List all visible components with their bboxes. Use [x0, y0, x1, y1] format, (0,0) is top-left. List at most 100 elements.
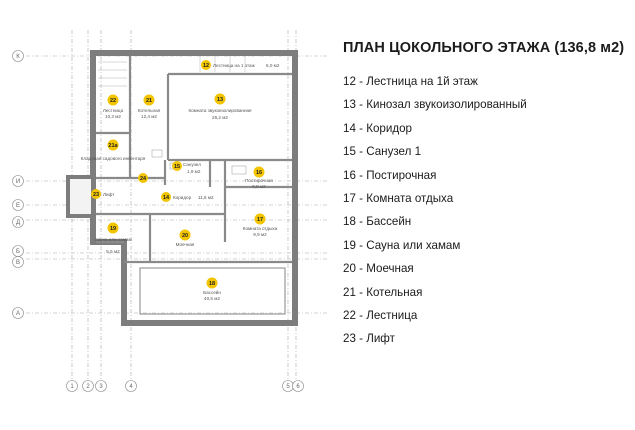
- axis-row-marker: Д: [12, 216, 24, 228]
- room-19: 19 Сауна или хамам 5,5 м2: [94, 222, 132, 254]
- legend-item-text: Постирочная: [366, 168, 437, 182]
- floor-plan: К И Е Д Б В А 1 2 3 4 5 6: [12, 30, 328, 392]
- legend-item-text: Комната отдыха: [366, 191, 454, 205]
- legend-item-text: Моечная: [366, 262, 414, 276]
- legend-item-number: 19: [343, 238, 356, 252]
- legend-item: 20 - Моечная: [343, 262, 414, 276]
- legend-item: 18 - Бассейн: [343, 215, 412, 229]
- room-16: 16 Постирочная 5,8 м2: [245, 166, 273, 189]
- axis-col-label: 5: [286, 384, 290, 390]
- legend-item: 22 - Лестница: [343, 308, 418, 322]
- room-22: 22 Лестница 10,3 м2: [103, 94, 124, 119]
- partitions: [96, 56, 292, 264]
- svg-text:24: 24: [140, 176, 147, 182]
- legend-item: 15 - Санузел 1: [343, 145, 422, 159]
- svg-text:5,5 м2: 5,5 м2: [106, 249, 120, 254]
- legend-item-number: 15: [343, 145, 356, 159]
- svg-text:6,0 м2: 6,0 м2: [266, 63, 280, 68]
- svg-text:12,4 м2: 12,4 м2: [141, 114, 157, 119]
- axis-row-label: В: [16, 260, 20, 266]
- room-24: 24: [138, 173, 148, 183]
- svg-text:Моечная: Моечная: [176, 242, 195, 247]
- legend-item-number: 12: [343, 75, 356, 88]
- legend-item-text: Кинозал звукоизолированный: [366, 98, 527, 112]
- axis-row-marker: И: [12, 175, 24, 187]
- svg-text:20: 20: [182, 233, 188, 239]
- svg-text:Лифт: Лифт: [103, 192, 115, 197]
- svg-text:Комната отдыха: Комната отдыха: [243, 226, 278, 231]
- svg-text:Постирочная: Постирочная: [245, 178, 273, 183]
- legend-item-text: Коридор: [366, 121, 413, 135]
- axis-row-marker: Б: [12, 245, 24, 257]
- svg-text:15: 15: [174, 164, 180, 170]
- svg-text:40,5 м2: 40,5 м2: [204, 296, 220, 301]
- room-14: 14 Коридор 11,6 м2: [161, 192, 214, 202]
- legend-item: 17 - Комната отдыха: [343, 191, 454, 205]
- room-23: 23 Лифт: [91, 189, 115, 199]
- room-20: 20 Моечная: [176, 229, 195, 247]
- room-18: 18 Бассейн 40,5 м2: [203, 277, 221, 301]
- axis-col-marker: 1: [66, 380, 78, 392]
- axis-row-marker: Е: [12, 199, 24, 211]
- axis-col-label: 3: [99, 384, 103, 390]
- svg-text:21: 21: [146, 98, 152, 104]
- axis-row-label: А: [16, 311, 20, 317]
- legend-item: 16 - Постирочная: [343, 168, 437, 182]
- legend-item: 23 - Лифт: [343, 332, 395, 346]
- axis-col-label: 1: [70, 384, 74, 390]
- legend-item-number: 23: [343, 332, 356, 346]
- axis-row-label: К: [16, 54, 20, 60]
- legend-item-number: 18: [343, 215, 356, 229]
- svg-text:Лестница на 1 этаж: Лестница на 1 этаж: [213, 63, 256, 68]
- axis-row-label: Б: [16, 249, 20, 255]
- room-21: 21 Котельная 12,4 м2: [138, 94, 161, 119]
- walls: [66, 50, 298, 326]
- legend-item-number: 16: [343, 168, 356, 182]
- svg-text:Санузел: Санузел: [183, 162, 201, 167]
- axis-col-label: 4: [129, 384, 133, 390]
- axis-row-marker: В: [12, 256, 24, 268]
- legend-item-text: Сауна или хамам: [366, 238, 461, 252]
- pool-basin: [139, 267, 286, 315]
- axis-col-marker: 4: [125, 380, 137, 392]
- axis-col-marker: 5: [282, 380, 294, 392]
- svg-text:13: 13: [217, 97, 223, 103]
- legend-item-text: Санузел 1: [366, 145, 422, 159]
- svg-text:1,9 м2: 1,9 м2: [187, 169, 201, 174]
- legend-item-text: Лестница на 1й этаж: [366, 75, 478, 88]
- svg-text:Лестница: Лестница: [103, 108, 124, 113]
- svg-text:21а: 21а: [108, 143, 118, 149]
- svg-text:Котельная: Котельная: [138, 108, 161, 113]
- axis-row-label: Е: [16, 203, 20, 209]
- legend-item: 21 - Котельная: [343, 285, 423, 299]
- svg-text:5,8 м2: 5,8 м2: [252, 184, 266, 189]
- svg-text:10,3 м2: 10,3 м2: [105, 114, 121, 119]
- axis-col-marker: 2: [82, 380, 94, 392]
- legend-panel: ПЛАН ЦОКОЛЬНОГО ЭТАЖА (136,8 м2) 12 - Ле…: [343, 40, 633, 351]
- svg-text:19: 19: [110, 226, 116, 232]
- svg-text:18: 18: [209, 281, 215, 287]
- svg-text:17: 17: [257, 217, 263, 223]
- legend-item-number: 22: [343, 308, 356, 322]
- legend-list: 12 - Лестница на 1й этаж 13 - Кинозал зв…: [343, 70, 633, 351]
- legend-item-number: 17: [343, 191, 356, 205]
- svg-text:Кладовая садового инвентаря: Кладовая садового инвентаря: [81, 156, 146, 161]
- svg-text:12: 12: [203, 63, 209, 69]
- axis-col-label: 2: [86, 384, 90, 390]
- axis-row-marker: К: [12, 50, 24, 62]
- legend-item-number: 20: [343, 262, 356, 276]
- svg-text:Бассейн: Бассейн: [203, 289, 221, 295]
- legend-item: 19 - Сауна или хамам: [343, 238, 461, 252]
- room-13: 13 Комната звукоизолированная 26,2 м2: [188, 93, 252, 120]
- legend-item-text: Бассейн: [366, 215, 412, 229]
- legend-item: 14 - Коридор: [343, 121, 413, 135]
- axis-col-label: 6: [296, 384, 300, 390]
- svg-text:9,9 м2: 9,9 м2: [253, 232, 267, 237]
- room-12: 12 Лестница на 1 этаж 6,0 м2: [201, 60, 280, 70]
- axis-col-markers: 1 2 3 4 5 6: [66, 380, 304, 392]
- axis-col-marker: 6: [292, 380, 304, 392]
- legend-item-number: 14: [343, 121, 356, 135]
- room-21a: 21а Кладовая садового инвентаря: [81, 139, 146, 161]
- svg-text:14: 14: [163, 195, 170, 201]
- svg-text:22: 22: [110, 98, 116, 104]
